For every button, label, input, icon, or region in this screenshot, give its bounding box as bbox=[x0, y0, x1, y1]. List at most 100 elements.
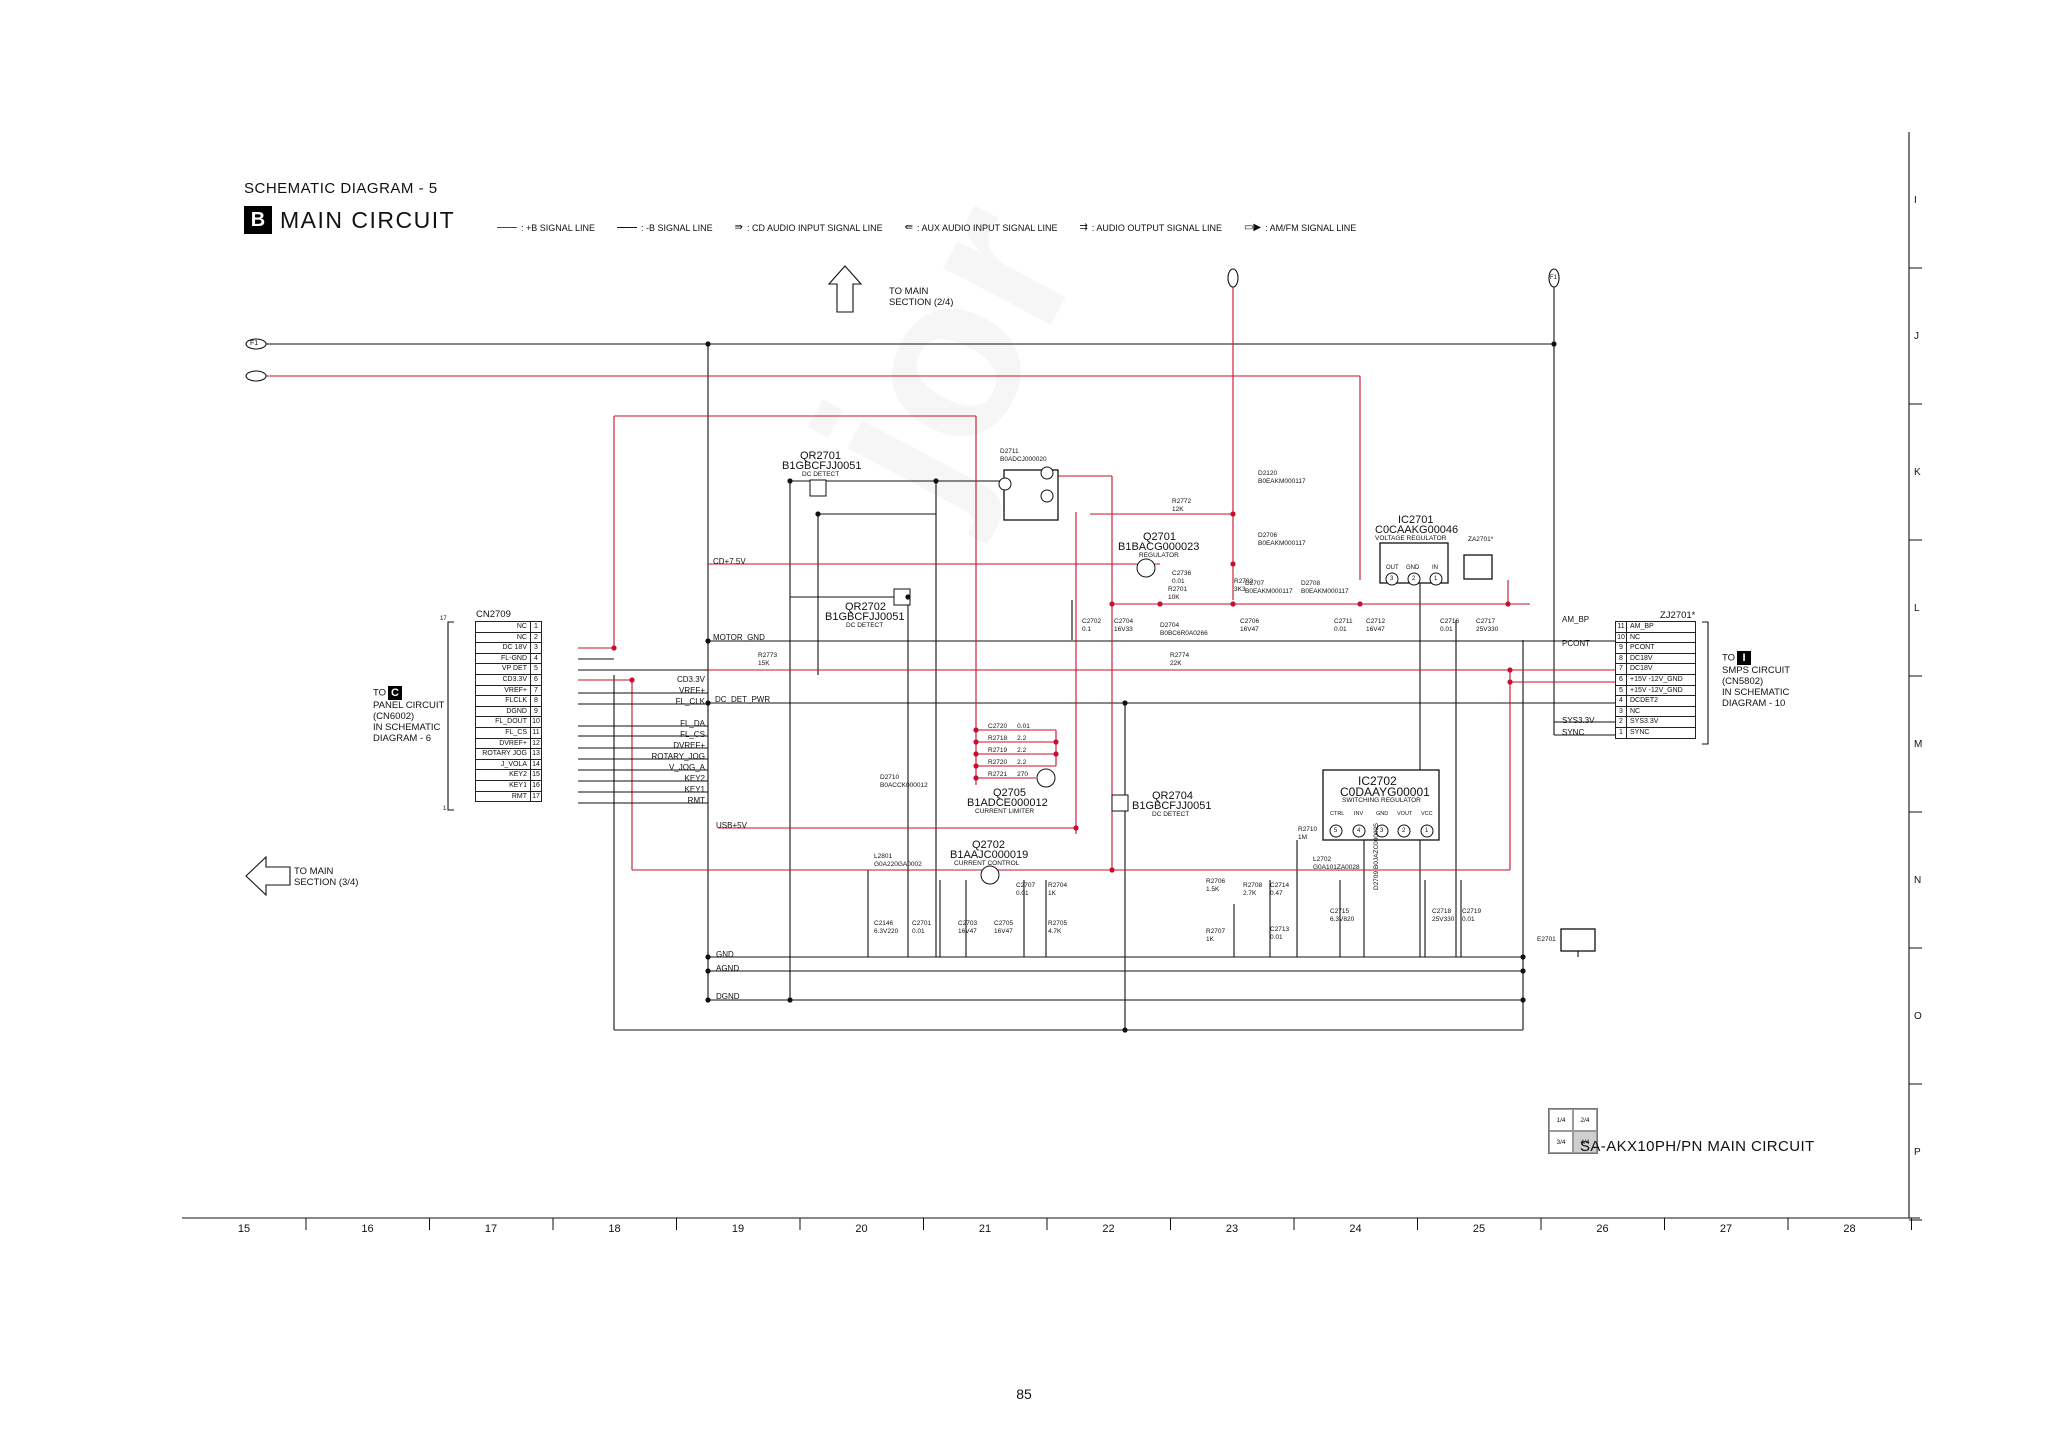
zj2701-pin-number: 7 bbox=[1615, 663, 1627, 675]
zj2701-pin-label: DCDET2 bbox=[1626, 695, 1696, 707]
limiter-bank-ref: R2721 bbox=[988, 771, 1008, 778]
ic2702-ref: IC2702 bbox=[1358, 774, 1397, 788]
grid-column-label: 18 bbox=[608, 1223, 621, 1235]
ic2702-pin-inv bbox=[1352, 824, 1366, 838]
cn2709-pin-label: KEY1 bbox=[475, 779, 531, 792]
cn2709-pin-number: 7 bbox=[530, 684, 542, 697]
port-f1-left bbox=[245, 338, 267, 350]
legend-item-minus-b: : -B SIGNAL LINE bbox=[616, 223, 713, 233]
grid-column-label: 22 bbox=[1102, 1223, 1115, 1235]
zj2701-pin-number: 8 bbox=[1615, 652, 1627, 665]
ic2701-pin-in bbox=[1429, 572, 1443, 586]
ic2702-pin-1: 1 bbox=[1425, 828, 1429, 834]
ic2702-pin-3: 3 bbox=[1380, 828, 1384, 834]
cn2709-pin-label: J_VOLA bbox=[475, 758, 531, 771]
c2717-value: 25V330 bbox=[1476, 625, 1499, 633]
q2705-part: B1ADCE000012 bbox=[967, 797, 1048, 809]
grid-column-label: 20 bbox=[855, 1223, 868, 1235]
red-line-swatch bbox=[497, 227, 517, 228]
limiter-bank-ref: R2719 bbox=[988, 747, 1008, 754]
net-label: ROTARY_JOG bbox=[651, 752, 706, 761]
ic2702-pin-2: 2 bbox=[1402, 828, 1406, 834]
ic2701-pin-3: 3 bbox=[1390, 576, 1394, 582]
cn2709-pin-label: CD3.3V bbox=[475, 673, 531, 686]
junction-dot bbox=[905, 594, 911, 600]
q2701-symbol bbox=[1136, 558, 1156, 578]
d2708-part: B0EAKM000117 bbox=[1301, 587, 1349, 595]
legend-item-cd-audio: ⇛: CD AUDIO INPUT SIGNAL LINE bbox=[734, 222, 883, 233]
junction-dot bbox=[705, 997, 711, 1003]
net-label: VREF+ bbox=[678, 686, 705, 695]
c2719-ref: C2719 bbox=[1462, 908, 1482, 915]
cn2709-pin-label: DC 18V bbox=[475, 642, 531, 654]
c2719-value: 0.01 bbox=[1462, 915, 1475, 923]
c2713-ref: C2713 bbox=[1270, 926, 1290, 933]
zj2701-pin-label: SYS3.3V bbox=[1626, 716, 1696, 728]
junction-dot bbox=[1520, 997, 1526, 1003]
ic2701-ref: IC2701 bbox=[1398, 514, 1434, 526]
d2706-ref: D2706 bbox=[1258, 532, 1278, 539]
c2715-value: 6.3V820 bbox=[1330, 915, 1355, 923]
cn2709-pin-label: ROTARY JOG bbox=[475, 748, 531, 760]
ic2701-part: C0CAAKG00046 bbox=[1375, 524, 1459, 536]
e2701-ref: E2701 bbox=[1537, 936, 1556, 943]
d2711-ref: D2711 bbox=[1000, 448, 1019, 455]
grid-column-label: 28 bbox=[1843, 1223, 1856, 1235]
limiter-bank-value: 2.2 bbox=[1017, 735, 1027, 742]
net-label: FL_CLK bbox=[675, 697, 705, 706]
r2708-value: 2.7K bbox=[1243, 889, 1257, 897]
l2801-part: G0A220GA0002 bbox=[874, 860, 922, 868]
c2711-ref: C2711 bbox=[1334, 618, 1353, 625]
port-f1-right-label: F1 bbox=[1550, 275, 1558, 281]
qr2701-fn: DC DETECT bbox=[802, 471, 840, 478]
zj2701-pin-number: 6 bbox=[1615, 673, 1627, 686]
junction-dot bbox=[1505, 601, 1511, 607]
page-number: 85 bbox=[1016, 1386, 1032, 1402]
c2712-value: 16V47 bbox=[1366, 625, 1385, 633]
zj2701-pin-number: 1 bbox=[1615, 726, 1627, 739]
cn2709-pin-row: DVREF+12 bbox=[475, 737, 542, 750]
ic2702-pin-gnd bbox=[1375, 824, 1389, 838]
cn2709-pin-number: 16 bbox=[530, 779, 542, 792]
c2704-ref: C2704 bbox=[1114, 618, 1134, 625]
zj2701-pin-label: +15V -12V_GND bbox=[1626, 673, 1696, 686]
zj2701-pin-number: 3 bbox=[1615, 705, 1627, 718]
cn2709-pin-label: RMT bbox=[475, 790, 531, 803]
zj2701-pin-number: 9 bbox=[1615, 642, 1627, 654]
qr2702-ref: QR2702 bbox=[845, 601, 886, 613]
cn2709-pin-number: 4 bbox=[530, 652, 542, 665]
key-plan-cell: 3/4 bbox=[1549, 1131, 1573, 1153]
qr2701-part: B1GBCFJJ0051 bbox=[782, 460, 862, 472]
net-usb5: USB+5V bbox=[716, 821, 747, 830]
r2702-ref: R2702 bbox=[1234, 578, 1254, 585]
r2774-value: 22K bbox=[1170, 659, 1182, 667]
ic2702-part: C0DAAYG00001 bbox=[1340, 785, 1430, 799]
limiter-bank-value: 270 bbox=[1017, 771, 1029, 778]
junction-dot bbox=[611, 645, 617, 651]
r2706-value: 1.5K bbox=[1206, 885, 1220, 893]
q2705-fn: CURRENT LIMITER bbox=[975, 808, 1035, 815]
ic2702-pin-4: 4 bbox=[1357, 828, 1361, 834]
junction-dot bbox=[1357, 601, 1363, 607]
junction-dot bbox=[705, 638, 711, 644]
d2711-pin-1 bbox=[1040, 466, 1054, 480]
r2710-ref: R2710 bbox=[1298, 826, 1318, 833]
junction-dot bbox=[1520, 968, 1526, 974]
panel-letter-badge: C bbox=[388, 686, 403, 700]
junction-dot bbox=[1109, 601, 1115, 607]
